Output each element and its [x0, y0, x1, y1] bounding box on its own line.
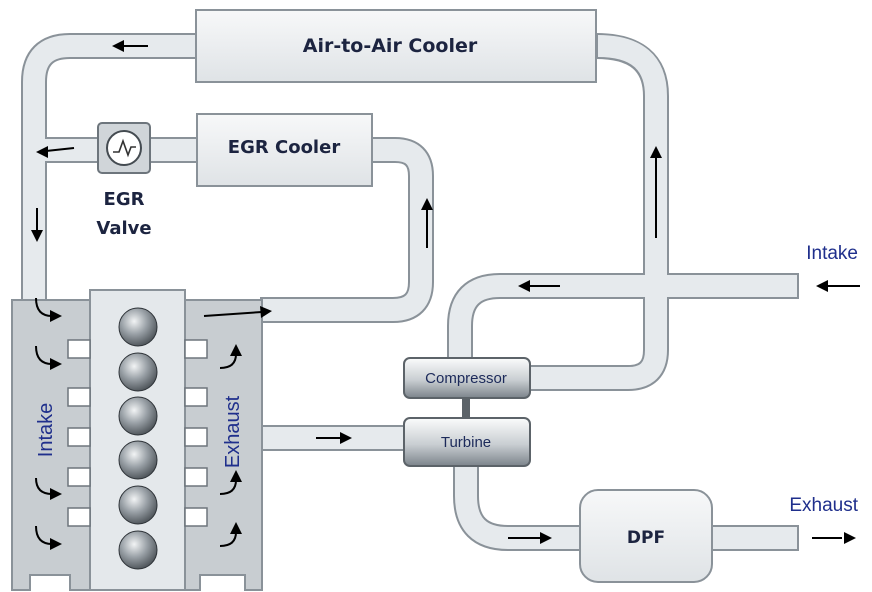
- exhaust-manifold-label: Exhaust: [222, 395, 244, 468]
- valve-gauge-icon: [106, 130, 142, 166]
- compressor: Compressor: [403, 357, 531, 399]
- exhaust-flow-arrows: [219, 344, 242, 547]
- egr-valve: EGR Valve: [96, 122, 152, 239]
- air-cooler-label: Air-to-Air Cooler: [303, 35, 478, 57]
- flow-arrow-icon: [31, 40, 860, 544]
- dpf: DPF: [579, 489, 713, 583]
- exhaust-label: Exhaust: [789, 495, 858, 516]
- egr-cooler-label: EGR Cooler: [228, 137, 341, 158]
- turbine-label: Turbine: [441, 434, 491, 451]
- cylinder-icon: [118, 307, 158, 570]
- compressor-label: Compressor: [425, 370, 507, 387]
- air-to-air-cooler: Air-to-Air Cooler: [195, 9, 597, 83]
- engine-block: Intake Exhaust: [11, 289, 263, 591]
- intake-flow-arrows: [35, 297, 62, 550]
- egr-valve-label-line2: Valve: [96, 218, 151, 239]
- intake-label: Intake: [806, 243, 858, 264]
- turbine: Turbine: [403, 417, 531, 467]
- intake-manifold-label: Intake: [35, 403, 57, 457]
- dpf-label: DPF: [627, 528, 665, 548]
- turbocharger: Compressor Turbine: [403, 357, 531, 467]
- egr-cooler: EGR Cooler: [196, 113, 373, 187]
- egr-valve-label-line1: EGR: [104, 189, 145, 210]
